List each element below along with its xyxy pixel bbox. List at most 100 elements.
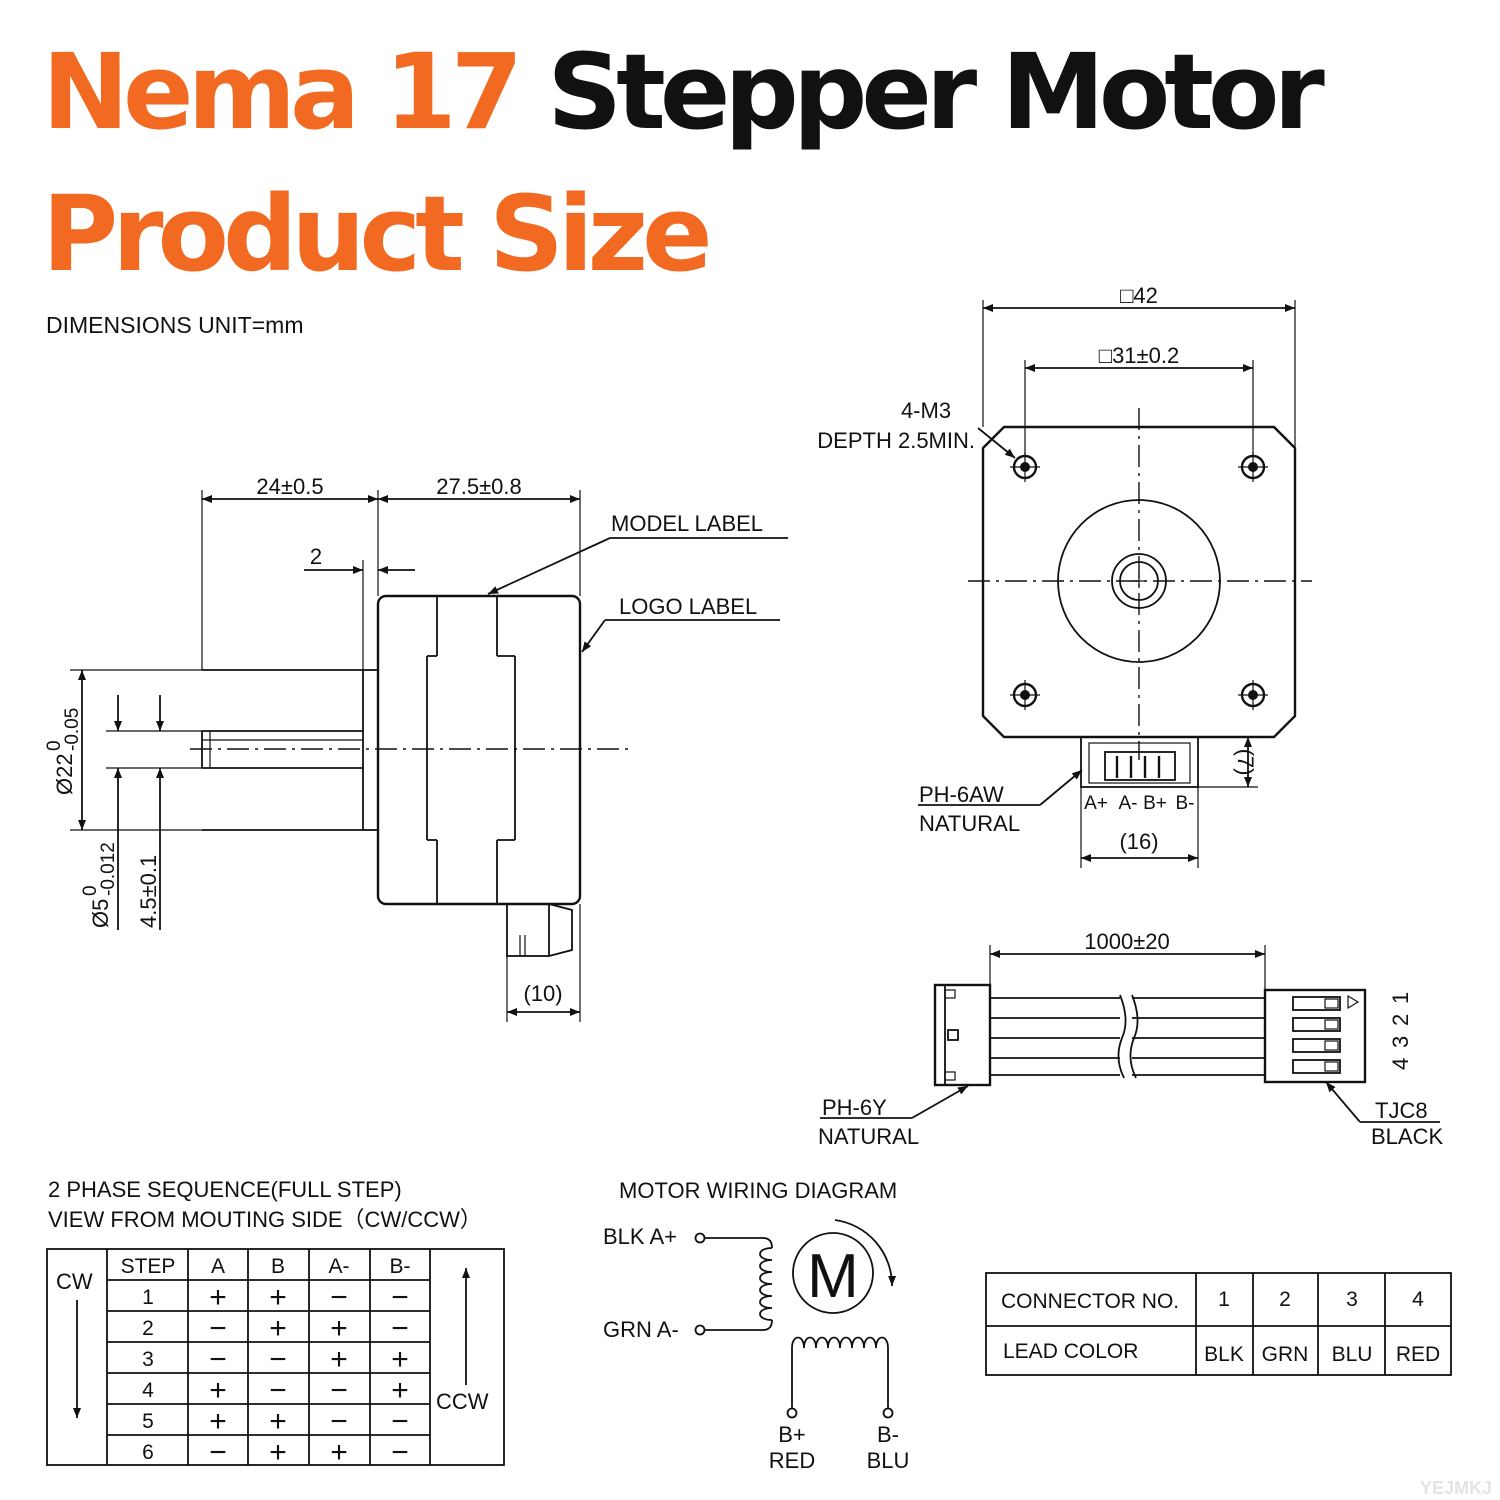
title-line-2: Product Size	[42, 173, 713, 295]
model-label: MODEL LABEL	[611, 511, 763, 536]
sequence-cell-r3-c4: +	[391, 1343, 409, 1376]
connector-no-4: 4	[1412, 1288, 1424, 1311]
sequence-cell-r5-c0: 5	[142, 1410, 154, 1433]
coil-b	[791, 1336, 889, 1349]
ccw-label: CCW	[436, 1389, 489, 1414]
svg-text:-0.05: -0.05	[62, 708, 83, 751]
lead-color-2: GRN	[1262, 1343, 1309, 1366]
title-product: Stepper Motor	[547, 31, 1324, 153]
pin-a-plus: A+	[1084, 793, 1108, 814]
motor-connector-color: NATURAL	[919, 811, 1020, 836]
svg-text:Ø22: Ø22	[52, 753, 77, 795]
sequence-cell-r5-c3: −	[330, 1405, 348, 1438]
dim-shaft-diameter: Ø5 0 -0.012	[80, 842, 119, 928]
sequence-header-4: B-	[390, 1255, 411, 1278]
wiring-diagram: MOTOR WIRING DIAGRAM BLK A+ GRN A- M B+ …	[603, 1178, 909, 1473]
left-connector-name: PH-6Y	[822, 1095, 887, 1120]
lead-color-3: BLU	[1332, 1343, 1373, 1366]
connector-no-label: CONNECTOR NO.	[1001, 1290, 1179, 1313]
rotation-arrow	[834, 1219, 897, 1287]
wire-b-plus-color: RED	[769, 1448, 815, 1473]
connector-no-1: 1	[1218, 1288, 1230, 1311]
sequence-header-2: B	[271, 1255, 285, 1278]
right-connector-name: TJC8	[1375, 1098, 1428, 1123]
sequence-cell-r6-c2: +	[269, 1436, 287, 1469]
boss-outline	[362, 669, 379, 831]
cw-label: CW	[56, 1269, 93, 1294]
side-view: 24±0.5 27.5±0.8 2 (10) MODEL LABEL LOGO …	[44, 474, 788, 1022]
motor-connector-name: PH-6AW	[919, 782, 1004, 807]
sequence-cell-r4-c1: +	[209, 1374, 227, 1407]
sequence-title-1: 2 PHASE SEQUENCE(FULL STEP)	[48, 1177, 402, 1202]
sequence-header-1: A	[211, 1255, 225, 1278]
svg-text:-0.012: -0.012	[98, 842, 119, 896]
rear-connector	[506, 903, 550, 957]
dim-connector-depth: (10)	[523, 981, 562, 1006]
dim-body-length: 27.5±0.8	[436, 474, 521, 499]
sequence-cell-r3-c2: −	[269, 1343, 287, 1376]
motor-body-outline	[376, 594, 582, 906]
pin-label-1: 1	[1388, 992, 1413, 1004]
cable-drawing: 1000±20 PH-6Y NATURAL TJC8 BLACK 4 3 2 1	[818, 929, 1443, 1149]
dim-boss-length: 2	[310, 544, 322, 569]
wire-b-plus-label: B+	[778, 1422, 806, 1447]
sequence-cell-r5-c4: −	[391, 1405, 409, 1438]
wiring-title: MOTOR WIRING DIAGRAM	[619, 1178, 897, 1203]
sequence-cell-r2-c2: +	[269, 1312, 287, 1345]
title-model: Nema 17	[42, 31, 523, 153]
coil-a	[759, 1247, 773, 1321]
lead-color-label: LEAD COLOR	[1003, 1340, 1138, 1363]
sequence-cell-r4-c2: −	[269, 1374, 287, 1407]
svg-text:0: 0	[80, 885, 101, 896]
sequence-cell-r6-c3: +	[330, 1436, 348, 1469]
lead-color-1: BLK	[1204, 1343, 1244, 1366]
lead-color-4: RED	[1396, 1343, 1440, 1366]
terminal-a-plus	[694, 1232, 706, 1244]
sequence-table	[46, 1248, 505, 1466]
sequence-cell-r6-c4: −	[391, 1436, 409, 1469]
sequence-cell-r3-c0: 3	[142, 1348, 154, 1371]
sequence-header-0: STEP	[121, 1255, 176, 1278]
sequence-cell-r4-c4: +	[391, 1374, 409, 1407]
sequence-cell-r1-c0: 1	[142, 1286, 154, 1309]
connector-no-3: 3	[1346, 1288, 1358, 1311]
terminal-b-plus	[786, 1407, 798, 1419]
sequence-cell-r1-c4: −	[391, 1281, 409, 1314]
sequence-cell-r3-c1: −	[209, 1343, 227, 1376]
right-connector	[1263, 988, 1367, 1084]
motor-symbol	[792, 1232, 874, 1314]
wire-b-minus-color: BLU	[867, 1448, 910, 1473]
pin-a-minus: A-	[1119, 793, 1138, 814]
watermark: YEJMKJ	[1420, 1478, 1492, 1498]
sequence-cell-r1-c3: −	[330, 1281, 348, 1314]
motor-connector	[1080, 736, 1199, 788]
front-view: □42 □31±0.2 4-M3 DEPTH 2.5MIN. PH-6AW NA…	[817, 283, 1312, 868]
units-note: DIMENSIONS UNIT=mm	[46, 312, 304, 338]
pin-label-2: 2	[1388, 1014, 1413, 1026]
dim-cable-length: 1000±20	[1084, 929, 1170, 954]
logo-label: LOGO LABEL	[619, 594, 757, 619]
dim-hole-spacing: □31±0.2	[1099, 343, 1179, 368]
motor-face-outline	[981, 425, 1297, 739]
terminal-a-minus	[694, 1324, 706, 1336]
svg-text:Ø5: Ø5	[88, 899, 113, 928]
pin-label-3: 3	[1388, 1036, 1413, 1048]
sequence-cell-r2-c3: +	[330, 1312, 348, 1345]
terminal-b-minus	[882, 1407, 894, 1419]
sequence-cell-r4-c0: 4	[142, 1379, 154, 1402]
sequence-cell-r1-c2: +	[269, 1281, 287, 1314]
motor-letter: M	[807, 1242, 859, 1311]
sequence-cell-r2-c4: −	[391, 1312, 409, 1345]
sequence-title-2: VIEW FROM MOUTING SIDE（CW/CCW）	[48, 1207, 482, 1232]
left-connector	[933, 983, 992, 1087]
holes-note-depth: DEPTH 2.5MIN.	[817, 428, 975, 453]
dim-body-width: □42	[1120, 283, 1158, 308]
title-line-1: Nema 17 Stepper Motor	[42, 40, 1325, 144]
dim-boss-diameter: Ø22 0 -0.05	[44, 708, 83, 795]
dim-shaft-length: 24±0.5	[256, 474, 323, 499]
svg-text:0: 0	[44, 740, 65, 751]
mount-hole-bl	[1010, 680, 1040, 710]
sequence-cell-r5-c1: +	[209, 1405, 227, 1438]
